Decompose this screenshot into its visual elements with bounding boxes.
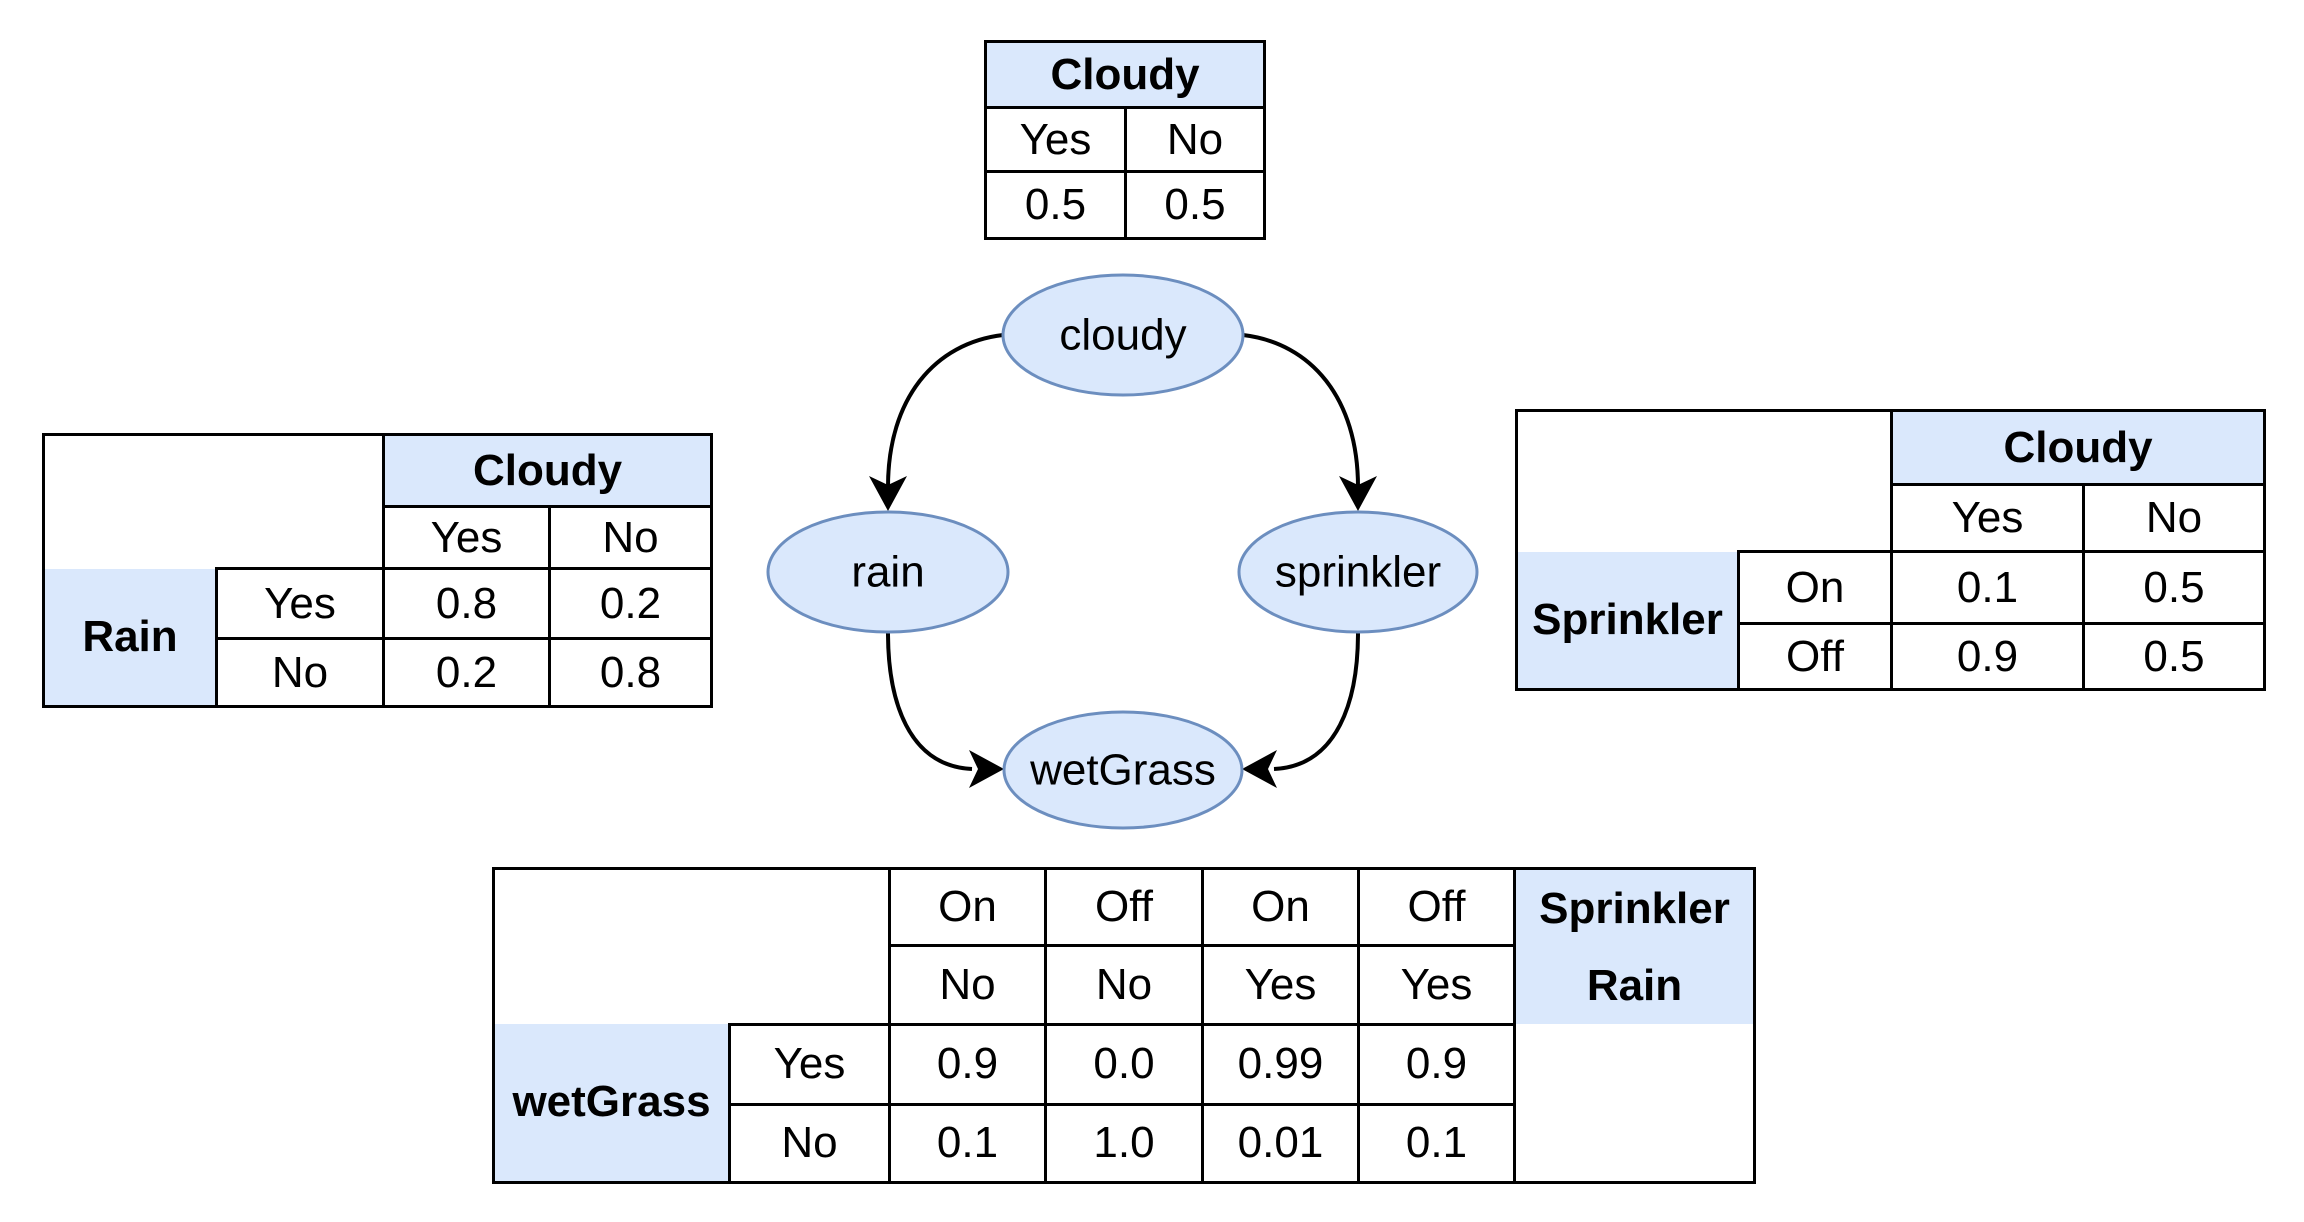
sprinkler-cpt-value: 0.5	[2082, 550, 2266, 625]
sprinkler-cpt-row-state: Off	[1737, 622, 1893, 691]
edge-cloudy-rain	[886, 333, 1004, 488]
wetgrass-cpt-parents-label-rain: Rain	[1586, 960, 1683, 1010]
wetgrass-cpt-parents-label-sprinkler: Sprinkler	[1539, 883, 1730, 933]
node-rain	[766, 510, 1010, 634]
rain-cpt-row-state: No	[215, 637, 385, 708]
edge-sprinkler-wetgrass	[1273, 632, 1360, 771]
wetgrass-cpt-table: On Off On Off Sprinkler Rain No No Yes Y…	[492, 866, 1756, 1184]
wetgrass-cpt-rain-state: Yes	[1357, 944, 1516, 1026]
rain-cpt-blank-corner	[42, 433, 385, 569]
rain-cpt-parent-header: Cloudy	[382, 433, 713, 508]
wetgrass-cpt-value: 1.0	[1044, 1102, 1204, 1184]
wetgrass-cpt-value: 0.01	[1201, 1102, 1360, 1184]
sprinkler-cpt-parent-state-no: No	[2082, 483, 2266, 553]
sprinkler-cpt-blank-corner	[1515, 409, 1893, 552]
wetgrass-cpt-row-state: No	[728, 1102, 891, 1184]
edge-cloudy-sprinkler	[1242, 333, 1360, 488]
wetgrass-cpt-rain-state: Yes	[1201, 944, 1360, 1026]
wetgrass-cpt-value: 0.9	[1357, 1022, 1516, 1106]
node-sprinkler-label: sprinkler	[1275, 548, 1441, 597]
wetgrass-cpt-value: 0.99	[1201, 1022, 1360, 1106]
wetgrass-cpt-sprinkler-state: Off	[1357, 866, 1516, 948]
wetgrass-cpt-value: 0.0	[1044, 1022, 1204, 1106]
cloudy-prior-state-yes: Yes	[984, 106, 1127, 173]
sprinkler-cpt-var-label: Sprinkler	[1515, 551, 1740, 691]
rain-cpt-value: 0.2	[548, 567, 713, 640]
rain-cpt-parent-state-no: No	[548, 505, 713, 570]
arrowhead-into-wetgrass-left	[969, 750, 1004, 788]
sprinkler-cpt-table: Cloudy Yes No Sprinkler On 0.1 0.5 Off 0…	[1515, 409, 2266, 691]
rain-cpt-value: 0.8	[548, 637, 713, 708]
wetgrass-cpt-sprinkler-state: On	[888, 866, 1047, 948]
rain-cpt-table: Cloudy Yes No Rain Yes 0.8 0.2 No 0.2 0.…	[42, 433, 713, 708]
rain-cpt-value: 0.2	[382, 637, 551, 708]
node-wetgrass	[1002, 710, 1244, 830]
wetgrass-cpt-sprinkler-state: On	[1201, 866, 1360, 948]
arrowhead-into-rain	[869, 476, 907, 511]
edge-lines	[886, 333, 1360, 771]
rain-cpt-value: 0.8	[382, 567, 551, 640]
cloudy-prior-table: Cloudy Yes No 0.5 0.5	[984, 40, 1266, 240]
sprinkler-cpt-value: 0.5	[2082, 622, 2266, 691]
arrowheads	[869, 476, 1377, 788]
edge-rain-wetgrass	[886, 632, 973, 771]
wetgrass-cpt-blank-bottom-right	[1513, 1024, 1756, 1184]
arrowhead-into-sprinkler	[1339, 476, 1377, 511]
wetgrass-cpt-row-state: Yes	[728, 1022, 891, 1106]
wetgrass-cpt-var-label: wetGrass	[492, 1024, 731, 1184]
wetgrass-cpt-blank-corner	[492, 867, 891, 1024]
node-rain-label: rain	[851, 548, 924, 597]
wetgrass-cpt-value: 0.1	[888, 1102, 1047, 1184]
sprinkler-cpt-value: 0.9	[1890, 622, 2085, 691]
sprinkler-cpt-parent-state-yes: Yes	[1890, 483, 2085, 553]
cloudy-prior-prob-no: 0.5	[1124, 170, 1266, 240]
rain-cpt-parent-state-yes: Yes	[382, 505, 551, 570]
cloudy-prior-header: Cloudy	[984, 40, 1266, 109]
rain-cpt-var-label: Rain	[42, 568, 218, 708]
sprinkler-cpt-parent-header: Cloudy	[1890, 409, 2266, 486]
wetgrass-cpt-sprinkler-state: Off	[1044, 866, 1204, 948]
sprinkler-cpt-row-state: On	[1737, 550, 1893, 625]
node-cloudy-label: cloudy	[1059, 311, 1186, 360]
rain-cpt-row-state: Yes	[215, 567, 385, 640]
nodes: cloudy rain sprinkler wetGrass	[766, 273, 1479, 830]
wetgrass-cpt-value: 0.9	[888, 1022, 1047, 1106]
cloudy-prior-state-no: No	[1124, 106, 1266, 173]
cloudy-prior-prob-yes: 0.5	[984, 170, 1127, 240]
arrowhead-into-wetgrass-right	[1242, 750, 1277, 788]
wetgrass-cpt-value: 0.1	[1357, 1102, 1516, 1184]
node-cloudy	[1001, 273, 1245, 397]
node-sprinkler	[1237, 510, 1479, 634]
wetgrass-cpt-rain-state: No	[888, 944, 1047, 1026]
node-wetgrass-label: wetGrass	[1029, 746, 1216, 795]
wetgrass-cpt-parents-label: Sprinkler Rain	[1513, 867, 1756, 1024]
wetgrass-cpt-rain-state: No	[1044, 944, 1204, 1026]
sprinkler-cpt-value: 0.1	[1890, 550, 2085, 625]
